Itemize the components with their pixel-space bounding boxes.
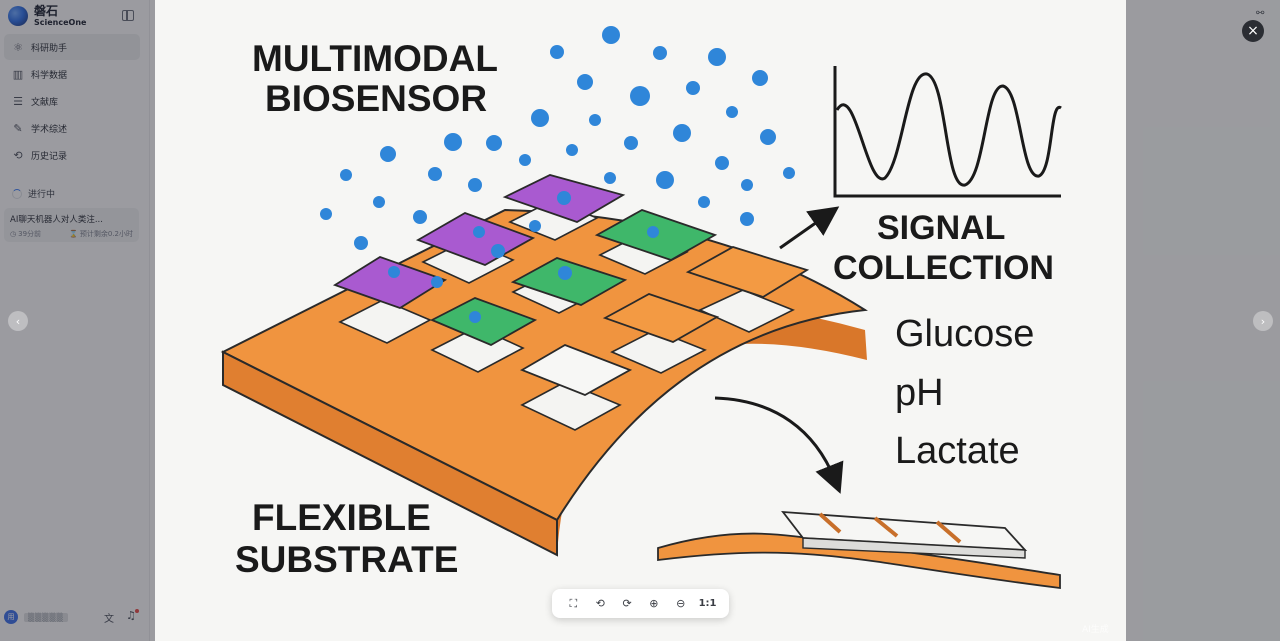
signal-plot — [833, 66, 1062, 198]
ai-generated-badge: AI生成 — [1082, 625, 1109, 635]
clock-icon: ◷ — [10, 230, 17, 238]
analyte-lactate: Lactate — [895, 430, 1020, 472]
pad-orange — [685, 246, 810, 298]
spinner-icon — [12, 188, 22, 199]
analyte-ph: pH — [895, 372, 944, 414]
substrate-label-line1: FLEXIBLE — [252, 497, 431, 538]
figure-title-line2: BIOSENSOR — [265, 78, 487, 119]
task-remaining: ⌛预计剩余0.2小时 — [69, 229, 133, 239]
pad-base — [338, 299, 432, 344]
rotate-left-icon[interactable]: ⟲ — [595, 597, 605, 610]
pad-green — [510, 257, 628, 306]
bell-icon[interactable]: ♫ — [126, 609, 136, 622]
task-title: AI聊天机器人对人类注... — [10, 215, 103, 225]
pad-base — [698, 289, 795, 333]
translate-icon[interactable]: 文 — [104, 614, 114, 625]
brand-name-en: ScienceOne — [34, 18, 87, 27]
previous-image-button[interactable]: ‹ — [8, 311, 28, 331]
sidebar-item-review[interactable]: ✎ 学术综述 — [4, 115, 140, 141]
avatar[interactable]: 用 — [4, 610, 18, 624]
sidebar-item-label: 历史记录 — [31, 151, 68, 162]
pen-icon: ✎ — [13, 121, 23, 135]
figure-title-line1: MULTIMODAL — [252, 38, 498, 79]
next-image-button[interactable]: › — [1253, 311, 1273, 331]
in-progress-header: 进行中 — [12, 187, 55, 200]
sidebar-nav: ⚛ 科研助手 ▥ 科学数据 ☰ 文献库 ✎ 学术综述 ⟲ 历史记录 — [4, 34, 140, 169]
signal-label-line1: SIGNAL — [877, 209, 1005, 247]
pad-base — [610, 329, 707, 374]
pad-orange — [602, 293, 720, 343]
zoom-out-icon[interactable]: ⊖ — [676, 597, 686, 610]
sidebar-item-literature[interactable]: ☰ 文献库 — [4, 88, 140, 114]
sidebar-item-label: 文献库 — [31, 97, 59, 108]
pad-green — [429, 297, 538, 347]
notification-dot — [135, 609, 139, 613]
close-button[interactable]: × — [1242, 20, 1264, 42]
zoom-in-icon[interactable]: ⊕ — [649, 597, 659, 610]
task-remaining-text: 预计剩余0.2小时 — [79, 230, 133, 238]
sidebar: 磐石 ScienceOne ⚛ 科研助手 ▥ 科学数据 ☰ 文献库 ✎ 学术综述… — [0, 0, 150, 641]
actual-size-button[interactable]: 1:1 — [698, 598, 717, 609]
logo-icon — [8, 6, 28, 26]
user-name: ▒▒▒▒▒ — [24, 612, 68, 622]
pad-white — [519, 344, 633, 396]
task-time-text: 39分前 — [18, 230, 42, 238]
sidebar-collapse-icon[interactable] — [122, 10, 134, 21]
rotate-right-icon[interactable]: ⟳ — [622, 597, 632, 610]
link-icon[interactable]: ⚯ — [1256, 8, 1265, 19]
history-icon: ⟲ — [13, 148, 23, 162]
user-row: 用 ▒▒▒▒▒ 文 ♫ — [4, 607, 146, 627]
task-card[interactable]: AI聊天机器人对人类注... ◷39分前 ⌛预计剩余0.2小时 — [4, 208, 139, 242]
atom-icon: ⚛ — [13, 40, 23, 54]
sidebar-item-history[interactable]: ⟲ 历史记录 — [4, 142, 140, 168]
substrate-label-line2: SUBSTRATE — [235, 539, 458, 580]
biosensor-illustration: MULTIMODAL BIOSENSOR SIGNAL COLLECTION F… — [220, 26, 1062, 590]
sidebar-item-research-assistant[interactable]: ⚛ 科研助手 — [4, 34, 140, 60]
brand-name-cn: 磐石 — [34, 4, 59, 18]
sidebar-item-label: 科研助手 — [31, 43, 68, 54]
in-progress-label: 进行中 — [28, 190, 56, 200]
sidebar-item-science-data[interactable]: ▥ 科学数据 — [4, 61, 140, 87]
signal-label-line2: COLLECTION — [833, 249, 1054, 287]
stack-icon: ☰ — [13, 94, 23, 108]
pad-purple — [332, 256, 448, 309]
task-time: ◷39分前 — [10, 229, 41, 239]
pad-base — [520, 381, 622, 431]
preview-image: MULTIMODAL BIOSENSOR SIGNAL COLLECTION F… — [155, 0, 1126, 641]
hourglass-icon: ⌛ — [69, 230, 78, 238]
chart-icon: ▥ — [12, 67, 24, 81]
brand[interactable]: 磐石 ScienceOne — [8, 5, 86, 27]
fullscreen-icon[interactable]: ⛶ — [569, 596, 578, 610]
sidebar-item-label: 学术综述 — [31, 124, 68, 135]
analyte-glucose: Glucose — [895, 313, 1034, 355]
sidebar-item-label: 科学数据 — [31, 70, 68, 81]
viewer-toolbar: ⛶ ⟲ ⟳ ⊕ ⊖ 1:1 — [552, 589, 729, 618]
